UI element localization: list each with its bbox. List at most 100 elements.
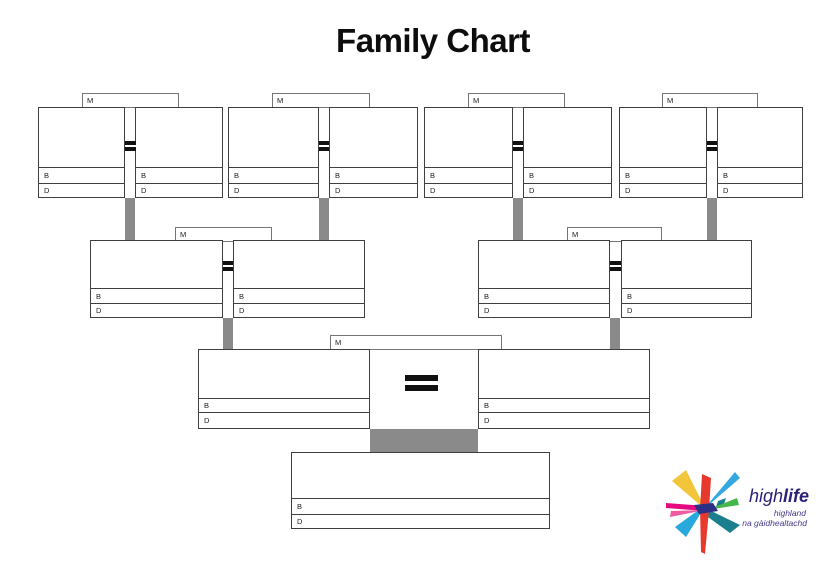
ray-teal-small — [716, 498, 726, 507]
marriage-tab-ggp-1[interactable]: M — [82, 93, 179, 108]
birth-label: B — [335, 171, 341, 180]
death-row[interactable]: D — [292, 514, 549, 528]
name-area[interactable] — [330, 108, 417, 167]
death-row[interactable]: D — [229, 183, 318, 197]
death-row[interactable]: D — [479, 303, 609, 317]
name-area[interactable] — [479, 350, 649, 398]
marriage-label: M — [335, 338, 342, 347]
birth-row[interactable]: B — [229, 167, 318, 183]
name-area[interactable] — [91, 241, 222, 288]
great-grandmother-2-box[interactable]: B D — [329, 107, 418, 198]
death-label: D — [44, 186, 50, 195]
death-row[interactable]: D — [234, 303, 364, 317]
birth-label: B — [723, 171, 729, 180]
birth-label: B — [204, 401, 210, 410]
birth-row[interactable]: B — [91, 288, 222, 303]
marriage-tab-ggp-4[interactable]: M — [662, 93, 758, 108]
name-area[interactable] — [718, 108, 802, 167]
death-row[interactable]: D — [91, 303, 222, 317]
name-area[interactable] — [524, 108, 611, 167]
birth-row[interactable]: B — [620, 167, 706, 183]
death-label: D — [96, 306, 102, 315]
birth-row[interactable]: B — [479, 398, 649, 412]
marriage-label: M — [667, 96, 674, 105]
grandmother-1-box[interactable]: B D — [233, 240, 365, 318]
birth-row[interactable]: B — [234, 288, 364, 303]
death-label: D — [627, 306, 633, 315]
marriage-equals-gp-1 — [223, 261, 233, 271]
death-row[interactable]: D — [199, 412, 369, 428]
name-area[interactable] — [622, 241, 751, 288]
name-area[interactable] — [620, 108, 706, 167]
marriage-tab-gp-1[interactable]: M — [175, 227, 272, 242]
marriage-label: M — [87, 96, 94, 105]
great-grandfather-4-box[interactable]: B D — [619, 107, 707, 198]
death-row[interactable]: D — [479, 412, 649, 428]
death-row[interactable]: D — [136, 183, 222, 197]
birth-row[interactable]: B — [425, 167, 512, 183]
name-area[interactable] — [479, 241, 609, 288]
birth-label: B — [297, 502, 303, 511]
death-row[interactable]: D — [622, 303, 751, 317]
grandfather-2-box[interactable]: B D — [478, 240, 610, 318]
page-title: Family Chart — [336, 22, 530, 59]
mother-box[interactable]: B D — [478, 349, 650, 429]
ray-red-down — [700, 508, 709, 554]
father-box[interactable]: B D — [198, 349, 370, 429]
subject-box[interactable]: B D — [291, 452, 550, 529]
marriage-equals-ggp-1 — [125, 141, 136, 151]
birth-row[interactable]: B — [199, 398, 369, 412]
great-grandmother-3-box[interactable]: B D — [523, 107, 612, 198]
great-grandfather-3-box[interactable]: B D — [424, 107, 513, 198]
birth-row[interactable]: B — [330, 167, 417, 183]
marriage-tab-ggp-2[interactable]: M — [272, 93, 370, 108]
name-area[interactable] — [425, 108, 512, 167]
marriage-tab-ggp-3[interactable]: M — [468, 93, 565, 108]
name-area[interactable] — [199, 350, 369, 398]
birth-row[interactable]: B — [622, 288, 751, 303]
birth-row[interactable]: B — [136, 167, 222, 183]
death-row[interactable]: D — [620, 183, 706, 197]
death-row[interactable]: D — [425, 183, 512, 197]
marriage-tab-gp-2[interactable]: M — [567, 227, 662, 242]
grandmother-2-box[interactable]: B D — [621, 240, 752, 318]
great-grandfather-2-box[interactable]: B D — [228, 107, 319, 198]
name-area[interactable] — [39, 108, 124, 167]
name-area[interactable] — [234, 241, 364, 288]
great-grandfather-1-box[interactable]: B D — [38, 107, 125, 198]
name-area[interactable] — [229, 108, 318, 167]
ray-cyan — [675, 508, 704, 537]
logo-region-text: highland — [773, 508, 806, 518]
great-grandmother-4-box[interactable]: B D — [717, 107, 803, 198]
ray-red-up — [700, 474, 711, 510]
death-row[interactable]: D — [330, 183, 417, 197]
death-row[interactable]: D — [524, 183, 611, 197]
death-label: D — [484, 306, 490, 315]
descent-connector-gp1-father — [223, 318, 233, 349]
ray-navy-center — [694, 503, 718, 514]
starburst-icon — [666, 470, 740, 554]
death-row[interactable]: D — [39, 183, 124, 197]
birth-label: B — [484, 291, 490, 301]
birth-label: B — [430, 171, 436, 180]
death-label: D — [297, 517, 303, 526]
birth-row[interactable]: B — [479, 288, 609, 303]
marriage-equals-parents — [405, 375, 438, 391]
death-label: D — [723, 186, 729, 195]
great-grandmother-1-box[interactable]: B D — [135, 107, 223, 198]
birth-row[interactable]: B — [292, 498, 549, 514]
birth-row[interactable]: B — [524, 167, 611, 183]
birth-row[interactable]: B — [39, 167, 124, 183]
descent-connector-parents-subject — [370, 429, 478, 452]
birth-label: B — [529, 171, 535, 180]
grandfather-1-box[interactable]: B D — [90, 240, 223, 318]
birth-row[interactable]: B — [718, 167, 802, 183]
name-area[interactable] — [292, 453, 549, 498]
marriage-tab-parents[interactable]: M — [330, 335, 502, 350]
birth-label: B — [234, 171, 240, 180]
death-label: D — [484, 416, 490, 425]
death-label: D — [204, 416, 210, 425]
name-area[interactable] — [136, 108, 222, 167]
death-row[interactable]: D — [718, 183, 802, 197]
